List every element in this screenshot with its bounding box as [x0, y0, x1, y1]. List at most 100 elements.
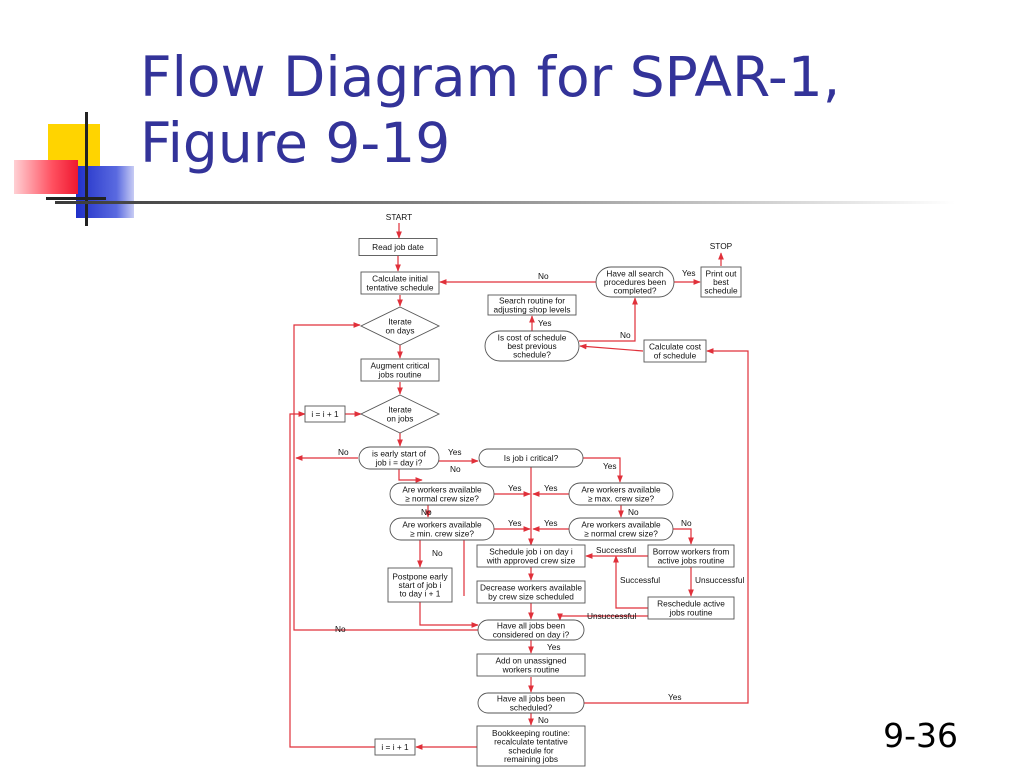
node-wnorm2-line-2: ≥ normal crew size?: [584, 528, 658, 538]
node-wmin-line-1: Are workers available: [402, 520, 482, 530]
edge-label-successful-17: Successful: [596, 545, 636, 555]
node-allday-line-2: considered on day i?: [493, 629, 570, 639]
node-iterjobs-line-2: on jobs: [387, 413, 414, 423]
node-resched-line-2: jobs routine: [669, 607, 713, 617]
slide-title: Flow Diagram for SPAR-1, Figure 9-19: [140, 44, 1000, 176]
flow-arrow-31: [289, 411, 375, 748]
node-augment-line-1: Augment critical: [370, 361, 429, 371]
node-early-line-2: job i = day i?: [375, 457, 423, 467]
node-start: START: [386, 212, 412, 222]
node-postpone-line-3: to day i + 1: [400, 589, 441, 599]
node-wnorm: Are workers available≥ normal crew size?: [389, 482, 495, 506]
deco-vertical-line: [85, 112, 88, 226]
edge-label-no-7: No: [450, 464, 461, 474]
node-start-line-1: START: [386, 212, 412, 222]
flow-arrow-25: [557, 613, 648, 621]
node-calccost-line-1: Calculate cost: [649, 342, 702, 352]
edge-label-no-12: No: [628, 507, 639, 517]
node-postpone-line-2: start of job i: [399, 580, 442, 590]
node-stop: STOP: [710, 241, 733, 251]
flow-arrow-34: [584, 348, 749, 704]
flow-arrow-19: [419, 602, 479, 628]
edge-label-no-24: No: [538, 715, 549, 725]
node-wnorm-line-2: ≥ normal crew size?: [405, 493, 479, 503]
node-addon-line-2: workers routine: [502, 664, 560, 674]
node-calc-line-2: tentative schedule: [367, 282, 434, 292]
edge-label-successful-18: Successful: [620, 575, 660, 585]
node-print-line-2: best: [713, 277, 729, 287]
node-bookkeep-line-4: remaining jobs: [504, 754, 558, 764]
node-bookkeep: Bookkeeping routine:recalculate tentativ…: [476, 725, 586, 767]
node-incr2-line-1: i = i + 1: [381, 742, 409, 752]
flow-arrow-9: [583, 457, 623, 483]
node-bookkeep-line-3: schedule for: [508, 745, 553, 755]
edge-label-no-16: No: [432, 548, 443, 558]
title-underline: [55, 201, 955, 204]
page-number: 9-36: [883, 716, 958, 755]
node-calccost-line-2: of schedule: [654, 350, 697, 360]
node-schedule-line-2: with approved crew size: [486, 555, 576, 565]
node-incr1: i = i + 1: [304, 405, 346, 423]
node-read-line-1: Read job date: [372, 242, 424, 252]
edge-label-yes-10: Yes: [544, 483, 558, 493]
edge-label-yes-2: Yes: [682, 268, 696, 278]
node-postpone-line-1: Postpone early: [392, 571, 448, 581]
edge-label-yes-6: Yes: [448, 447, 462, 457]
node-bookkeep-line-2: recalculate tentative: [494, 737, 568, 747]
edge-label-yes-23: Yes: [668, 692, 682, 702]
edge-label-no-5: No: [338, 447, 349, 457]
node-wnorm2: Are workers available≥ normal crew size?: [568, 517, 674, 541]
node-early-line-1: is early start of: [372, 449, 427, 459]
edge-label-no-15: No: [681, 518, 692, 528]
node-augment-line-2: jobs routine: [378, 369, 422, 379]
node-wmin-line-2: ≥ min. crew size?: [410, 528, 474, 538]
slide-title-line-1: Flow Diagram for SPAR-1,: [140, 45, 841, 109]
node-wmax: Are workers available≥ max. crew size?: [568, 482, 674, 506]
node-allday-line-1: Have all jobs been: [497, 621, 566, 631]
node-stop-line-1: STOP: [710, 241, 733, 251]
node-haveall-line-1: Have all search: [606, 268, 664, 278]
node-wnorm2-line-1: Are workers available: [581, 520, 661, 530]
edge-label-unsuccessful-20: Unsuccessful: [587, 611, 636, 621]
flow-arrow-37: [579, 297, 638, 342]
deco-red-square: [14, 160, 78, 194]
edge-label-yes-14: Yes: [544, 518, 558, 528]
node-allsched-line-2: scheduled?: [510, 702, 553, 712]
edge-label-yes-13: Yes: [508, 518, 522, 528]
deco-horizontal-line: [46, 197, 106, 200]
edge-label-yes-22: Yes: [547, 642, 561, 652]
node-incr2: i = i + 1: [374, 738, 416, 756]
node-borrow-line-1: Borrow workers from: [653, 547, 730, 557]
node-costbest-line-1: Is cost of schedule: [498, 332, 567, 342]
node-costbest-line-3: schedule?: [513, 350, 551, 360]
edge-label-no-3: No: [620, 330, 631, 340]
node-iterdays-line-1: Iterate: [388, 317, 412, 327]
edge-label-yes-8: Yes: [603, 461, 617, 471]
node-iterdays-line-2: on days: [385, 325, 414, 335]
node-decrease-line-1: Decrease workers available: [480, 583, 582, 593]
edge-label-unsuccessful-19: Unsuccessful: [695, 575, 744, 585]
node-search-line-2: adjusting shop levels: [493, 304, 570, 314]
node-wnorm-line-1: Are workers available: [402, 485, 482, 495]
node-wmax-line-1: Are workers available: [581, 485, 661, 495]
flow-arrow-26: [293, 322, 478, 631]
node-critical-line-1: Is job i critical?: [504, 453, 559, 463]
